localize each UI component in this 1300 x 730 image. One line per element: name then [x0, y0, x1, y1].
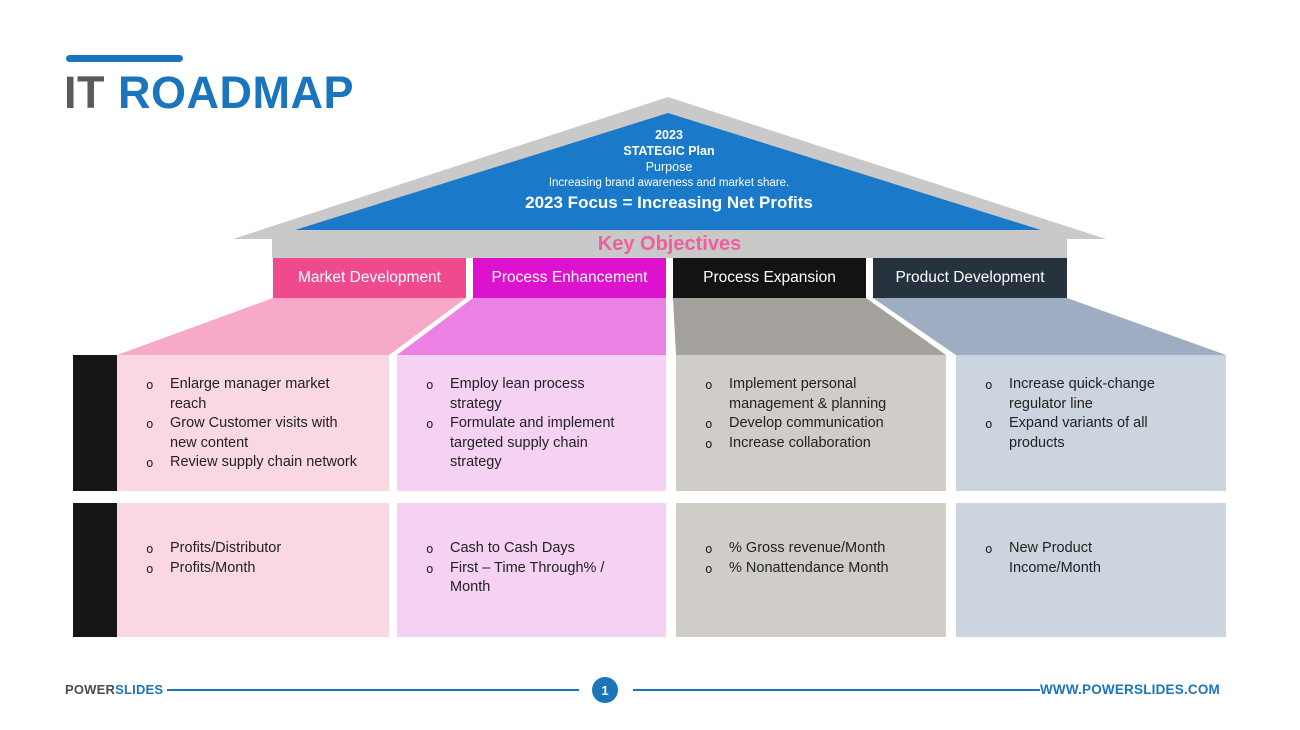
footer-divider-left: [167, 689, 579, 691]
bullet-item: o First – Time Through% / Month: [426, 559, 654, 598]
bullet-marker: o: [146, 377, 154, 392]
bullet-marker: o: [705, 416, 713, 431]
title-main: ROADMAP: [118, 67, 355, 118]
bullet-marker: o: [705, 560, 713, 576]
bullet-marker: o: [705, 541, 713, 556]
column-trapezoid-product-development[interactable]: [873, 298, 1226, 355]
bullet-marker: o: [705, 435, 713, 451]
bullet-item: o New Product Income/Month: [985, 539, 1214, 578]
bullet-item: o Implement personal management & plannin…: [705, 375, 934, 414]
bullet-text: Formulate and implement targeted supply …: [450, 415, 615, 470]
bullet-item: o Increase quick-change regulator line: [985, 375, 1214, 414]
bullet-text: Cash to Cash Days: [450, 540, 575, 556]
title-accent-bar: [66, 55, 183, 62]
bullet-marker: o: [426, 377, 434, 392]
bullet-marker: o: [985, 541, 993, 556]
title-prefix: IT: [64, 67, 105, 118]
bullet-text: First – Time Through% / Month: [450, 559, 605, 596]
column-trapezoid-process-expansion[interactable]: [673, 298, 946, 355]
bullet-item: o Grow Customer visits with new content: [146, 414, 377, 453]
column-trapezoid-process-enhancement[interactable]: [397, 298, 666, 355]
bullet-item: o Formulate and implement targeted supply…: [426, 414, 654, 473]
bullet-item: o Expand variants of all products: [985, 414, 1214, 453]
bullet-marker: o: [146, 455, 154, 470]
roof-plan: STATEGIC Plan: [623, 144, 715, 158]
bullet-marker: o: [426, 560, 434, 576]
metrics-box-process-expansion[interactable]: o % Gross revenue/Month o % Nonattendance M…: [676, 503, 946, 637]
bullet-marker: o: [146, 560, 154, 576]
bullet-marker: o: [985, 416, 993, 431]
bullet-text: Develop communication: [729, 415, 884, 431]
roof-purpose-text: Increasing brand awareness and market sh…: [548, 177, 790, 189]
bullet-marker: o: [985, 377, 993, 392]
logo-text-slides: SLIDES: [115, 682, 164, 697]
roof-blue-shape[interactable]: [295, 113, 1041, 230]
bullet-marker: o: [146, 541, 154, 556]
key-objectives-label: Key Objectives: [597, 233, 742, 255]
page-number-badge: 1: [592, 677, 618, 703]
column-header-process-enhancement[interactable]: Process Enhancement: [473, 258, 666, 298]
bullet-text: % Gross revenue/Month: [729, 540, 886, 556]
bullet-text: Profits/Month: [170, 559, 256, 576]
bullet-item: o Profits/Month: [146, 559, 377, 579]
roof-focus-statement: 2023 Focus = Increasing Net Profits: [525, 193, 813, 212]
objectives-box-process-expansion[interactable]: o Implement personal management & plannin…: [676, 355, 946, 491]
metrics-box-product-development[interactable]: o New Product Income/Month: [956, 503, 1226, 637]
row1-side-bar: [73, 355, 117, 491]
page-title: IT ROADMAP: [64, 70, 354, 116]
bullet-item: o Review supply chain network: [146, 453, 377, 473]
bullet-marker: o: [705, 377, 713, 392]
bullet-text: Review supply chain network: [170, 454, 357, 470]
bullet-marker: o: [426, 541, 434, 556]
bullet-item: o Develop communication: [705, 414, 934, 434]
footer-divider-right: [633, 689, 1040, 691]
column-header-process-expansion[interactable]: Process Expansion: [673, 258, 866, 298]
bullet-text: New Product Income/Month: [1009, 540, 1101, 576]
roof-year: 2023: [655, 128, 683, 142]
strategic-plan-text: 2023 STATEGIC Plan Purpose Increasing br…: [419, 127, 919, 213]
roof-purpose-label: Purpose: [645, 160, 693, 174]
row2-side-bar: [73, 503, 117, 637]
column-header-market-development[interactable]: Market Development: [273, 258, 466, 298]
powerslides-logo[interactable]: POWERSLIDES: [65, 682, 163, 697]
bullet-text: Enlarge manager market reach: [170, 376, 330, 412]
bullet-text: Employ lean process strategy: [450, 376, 585, 412]
bullet-item: o Profits/Distributor: [146, 539, 377, 559]
bullet-item: o Cash to Cash Days: [426, 539, 654, 559]
column-header-product-development[interactable]: Product Development: [873, 258, 1067, 298]
column-trapezoid-market-development[interactable]: [117, 298, 466, 355]
bullet-text: Increase collaboration: [729, 434, 871, 451]
bullet-marker: o: [426, 416, 434, 431]
bullet-marker: o: [146, 416, 154, 431]
bullet-item: o % Nonattendance Month: [705, 559, 934, 579]
bullet-item: o Enlarge manager market reach: [146, 375, 377, 414]
bullet-text: Grow Customer visits with new content: [170, 415, 338, 451]
bullet-text: Increase quick-change regulator line: [1009, 376, 1155, 412]
website-link[interactable]: WWW.POWERSLIDES.COM: [1039, 682, 1220, 697]
bullet-text: Profits/Distributor: [170, 540, 282, 556]
bullet-item: o % Gross revenue/Month: [705, 539, 934, 559]
bullet-text: Expand variants of all products: [1009, 415, 1148, 451]
bullet-text: % Nonattendance Month: [729, 559, 889, 576]
bullet-item: o Employ lean process strategy: [426, 375, 654, 414]
logo-text-power: POWER: [65, 682, 116, 697]
bullet-text: Implement personal management & planning: [729, 376, 887, 412]
bullet-item: o Increase collaboration: [705, 434, 934, 454]
